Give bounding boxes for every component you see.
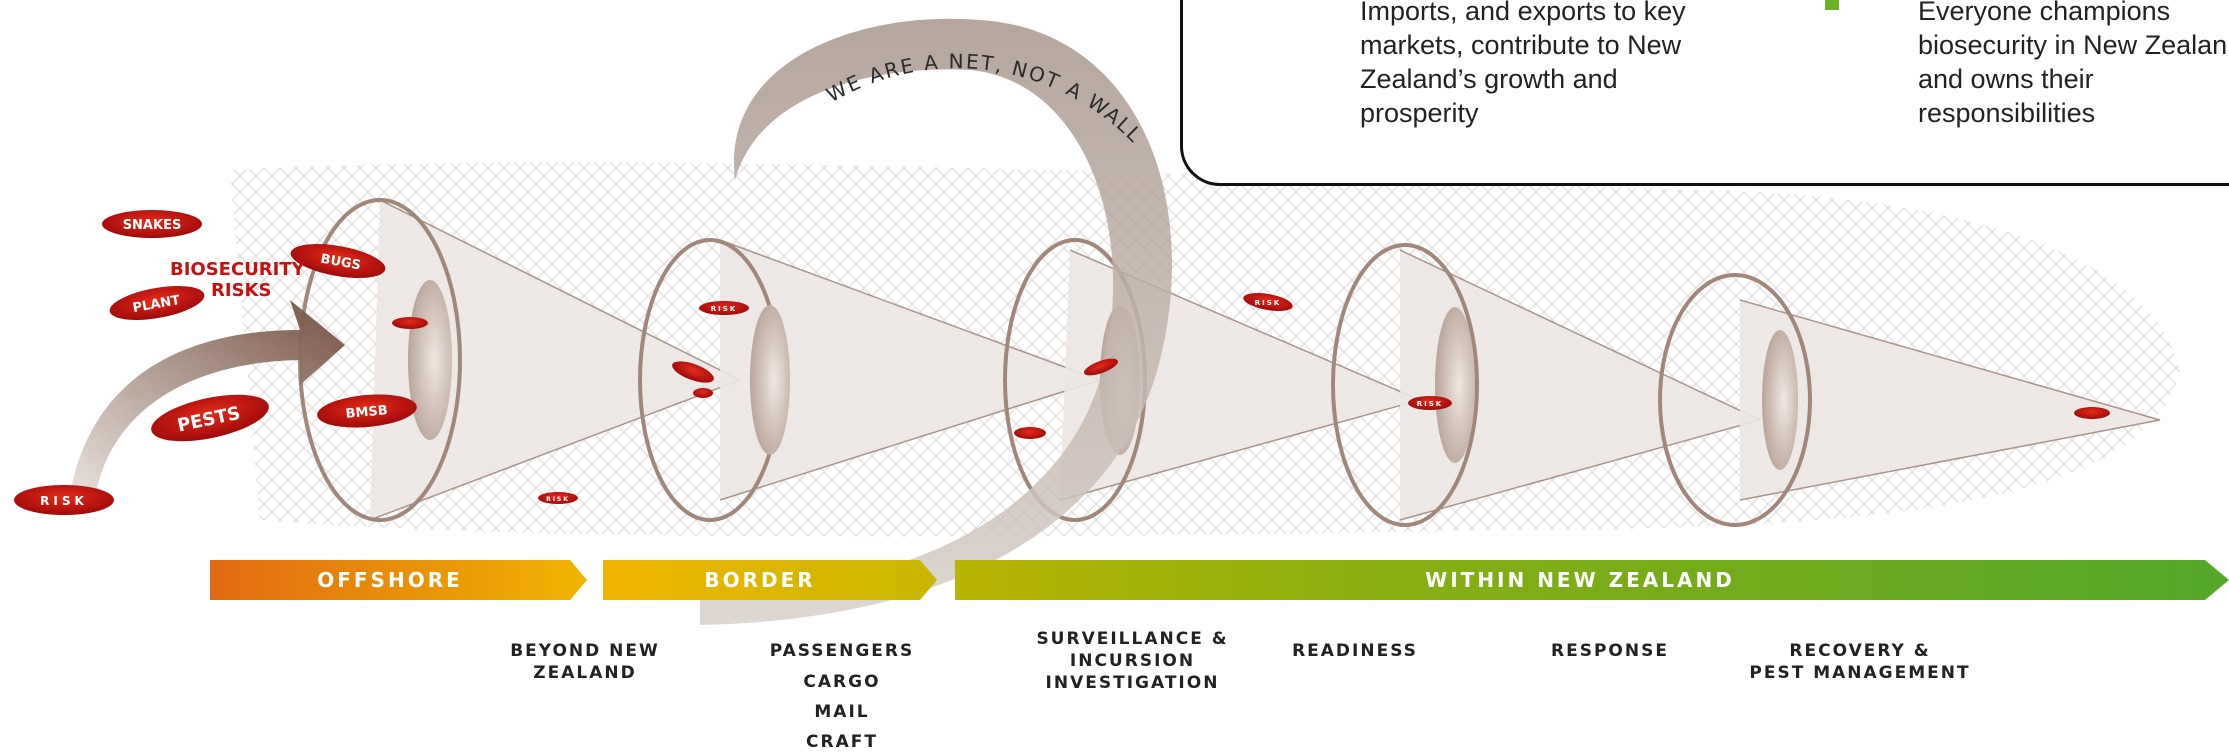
net-not-wall-arc [700,18,1172,625]
incoming-risk-arrow [70,300,345,498]
risk-label-bugs: BUGS [319,252,361,274]
biosecurity-risks-line1: BIOSECURITY [170,259,306,280]
stage-passengers: PASSENGERS [769,641,915,661]
risk-label-small-2: RISK [1255,299,1281,307]
stage-cargo: CARGO [803,672,881,692]
band-label-border: BORDER [704,568,816,592]
net-funnel-5 [1658,273,2161,527]
risk-label-small-1: RISK [711,305,737,313]
risk-label-small-3: RISK [1417,400,1443,408]
info-line-3: and owns their [1918,64,2094,94]
risk-label-small-4: RISK [546,496,570,503]
green-accent-mark [1825,0,1839,10]
net-funnel-2 [638,238,1103,522]
band-label-offshore: OFFSHORE [317,568,463,592]
band-offshore [210,560,587,600]
biosecurity-risks-line2: RISKS [211,280,271,301]
risk-blobs [14,210,2110,515]
stage-recovery: RECOVERY & PEST MANAGEMENT [1749,641,1971,683]
stage-readiness: READINESS [1292,641,1418,661]
band-border [603,560,937,600]
info-line-1: Everyone champions [1918,0,2171,26]
risk-label-snakes: SNAKES [123,218,182,233]
info-text-imports: Imports, and exports to key markets, con… [1360,0,1686,128]
phase-band [210,560,2229,600]
band-label-within-nz: WITHIN NEW ZEALAND [1425,568,1735,592]
risk-label-bmsb: BMSB [345,403,388,422]
stage-surveillance: SURVEILLANCE & INCURSION INVESTIGATION [1036,629,1229,693]
risk-label-risk: RISK [40,494,88,508]
band-within-nz [955,560,2229,600]
stage-craft: CRAFT [806,732,878,752]
stage-mail: MAIL [814,702,870,722]
info-text-champions: Everyone champions biosecurity in New Ze… [1918,0,2229,130]
stage-response: RESPONSE [1551,641,1669,661]
stage-beyond-nz: BEYOND NEW ZEALAND [510,641,660,683]
info-panel [1180,0,2229,186]
info-line-4: responsibilities [1918,98,2096,128]
info-line-2: biosecurity in New Zealan [1918,30,2228,60]
